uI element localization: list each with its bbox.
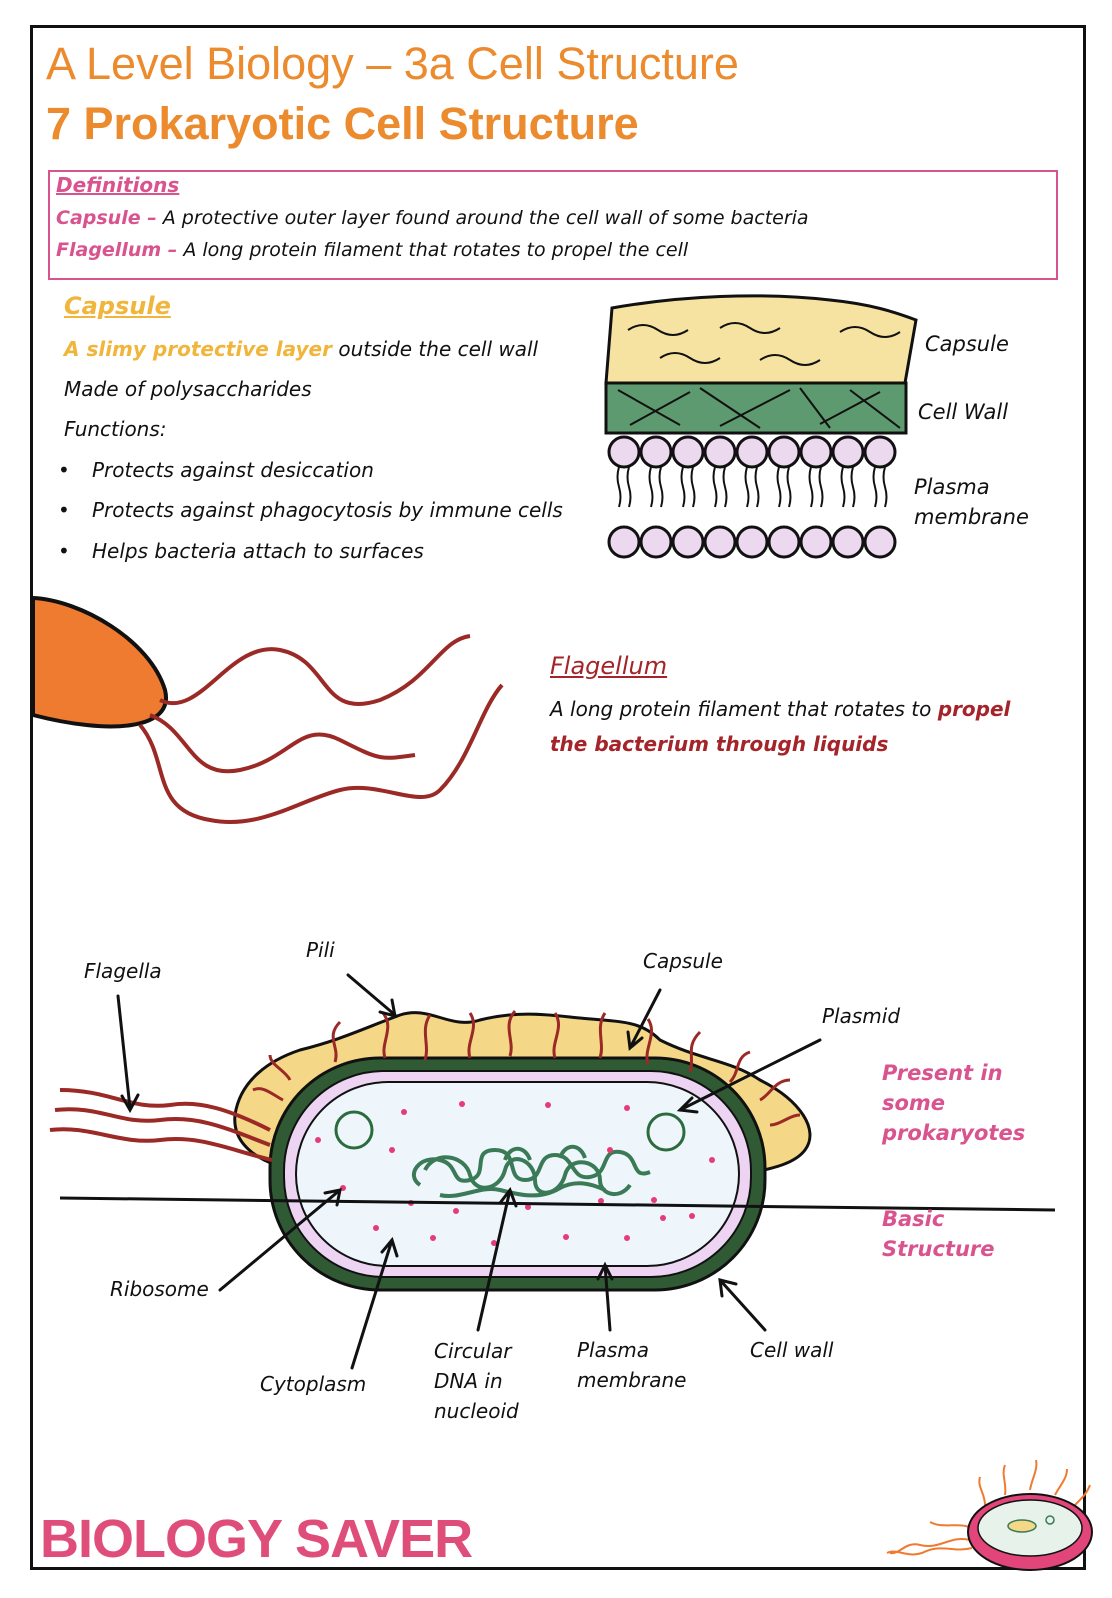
- label-membrane-line1: Plasma: [577, 1338, 650, 1362]
- nucleoid-dna: [411, 1144, 651, 1198]
- label-cytoplasm: Cytoplasm: [260, 1372, 367, 1396]
- cell-flagella: [49, 1088, 273, 1162]
- definition-term: Capsule –: [56, 207, 157, 229]
- bullet-item: Helps bacteria attach to surfaces: [92, 539, 424, 563]
- layer-label-cell-wall: Cell Wall: [918, 400, 1009, 424]
- decor-bacterium-illustration: [886, 1459, 1093, 1571]
- note-basic-line2: Structure: [882, 1237, 995, 1261]
- note-present-line2: some: [882, 1091, 946, 1115]
- phospholipid-tails: [616, 466, 888, 508]
- cytoplasm-area: [295, 1081, 740, 1267]
- phospholipid-heads: [607, 435, 897, 559]
- bullet-dot: •: [58, 458, 70, 482]
- note-basic-line1: Basic: [882, 1207, 945, 1231]
- capsule-line2: Made of polysaccharides: [64, 377, 312, 401]
- capsule-heading: Capsule: [64, 292, 171, 320]
- capsule-layer: [604, 294, 918, 385]
- layer-label-capsule: Capsule: [925, 332, 1009, 356]
- definition-term: Flagellum –: [56, 239, 178, 261]
- label-cell-wall: Cell wall: [750, 1338, 834, 1362]
- page-title: A Level Biology – 3a Cell Structure: [46, 38, 739, 89]
- label-capsule: Capsule: [643, 949, 723, 973]
- capsule-line1-rest: outside the cell wall: [338, 337, 539, 361]
- label-ribosome: Ribosome: [110, 1277, 209, 1301]
- definitions-box: [48, 170, 1058, 280]
- label-dna-line1: Circular: [434, 1339, 512, 1363]
- flagellum-line1: A long protein filament that rotates to …: [550, 697, 1010, 721]
- definition-flagellum: Flagellum – A long protein filament that…: [56, 239, 688, 261]
- definition-text: A long protein filament that rotates to …: [183, 239, 689, 261]
- bullet-dot: •: [58, 498, 70, 522]
- layer-label-plasma: Plasma: [914, 475, 990, 499]
- definitions-heading: Definitions: [56, 173, 180, 197]
- flagellum-highlight-propel: propel: [937, 697, 1011, 721]
- note-present-line3: prokaryotes: [882, 1121, 1026, 1145]
- functions-label: Functions:: [64, 417, 167, 441]
- plasmid-left: [334, 1110, 374, 1150]
- divider-line: [59, 1196, 1056, 1212]
- bullet-dot: •: [58, 539, 70, 563]
- layers-diagram: [604, 294, 918, 559]
- flagella-strands: [138, 634, 504, 824]
- plasmid-right: [646, 1112, 686, 1152]
- label-arrows: [116, 973, 822, 1370]
- bullet-item: Protects against desiccation: [92, 458, 374, 482]
- bacterium-body: [31, 595, 169, 729]
- label-pili: Pili: [306, 938, 335, 962]
- label-dna-line2: DNA in: [434, 1369, 503, 1393]
- definition-capsule: Capsule – A protective outer layer found…: [56, 207, 809, 229]
- note-present-line1: Present in: [882, 1061, 1003, 1085]
- flagellum-line1-start: A long protein filament that rotates to: [550, 697, 932, 721]
- label-plasmid: Plasmid: [822, 1004, 901, 1028]
- capsule-highlight: A slimy protective layer: [64, 337, 332, 361]
- ribosome-dots: [315, 1101, 715, 1246]
- flagellum-heading: Flagellum: [550, 652, 668, 680]
- label-membrane-line2: membrane: [577, 1368, 687, 1392]
- cell-diagram: [49, 973, 1056, 1370]
- capsule-line1: A slimy protective layer outside the cel…: [64, 337, 538, 361]
- label-flagella: Flagella: [84, 959, 162, 983]
- biology-saver-logo: BIOLOGY SAVER: [40, 1509, 473, 1569]
- page-frame: [30, 25, 1086, 1570]
- definition-text: A protective outer layer found around th…: [162, 207, 809, 229]
- bullet-item: Protects against phagocytosis by immune …: [92, 498, 563, 522]
- layer-label-membrane: membrane: [914, 505, 1029, 529]
- flagellum-line2: the bacterium through liquids: [550, 732, 889, 756]
- label-dna-line3: nucleoid: [434, 1399, 519, 1423]
- pili: [252, 1010, 801, 1127]
- page-subtitle: 7 Prokaryotic Cell Structure: [46, 98, 639, 149]
- flagellum-illustration: [31, 595, 504, 824]
